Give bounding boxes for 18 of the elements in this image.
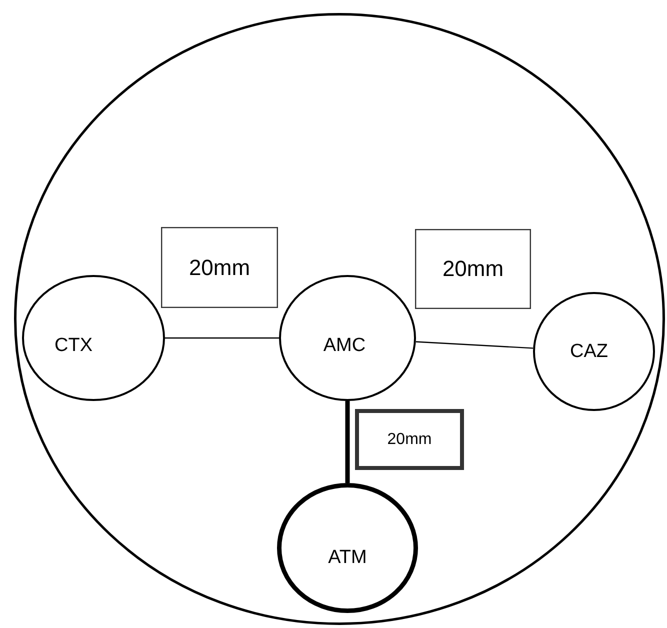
disc-circle	[279, 275, 416, 401]
disc-label: CTX	[54, 335, 92, 357]
disc-circle	[277, 483, 418, 613]
disc-label: AMC	[323, 335, 366, 357]
disc-circle	[533, 292, 655, 411]
disc-label: ATM	[328, 547, 367, 569]
measurement-box	[415, 229, 531, 309]
connector-line	[416, 341, 534, 349]
measurement-box	[161, 227, 278, 308]
connector-line	[345, 401, 350, 483]
measurement-box	[355, 409, 464, 470]
plate-circle	[14, 13, 665, 625]
measurement-label: 20mm	[442, 256, 504, 282]
connector-line	[165, 337, 279, 339]
disc-label: CAZ	[570, 340, 608, 362]
disc-circle	[22, 275, 165, 401]
measurement-label: 20mm	[188, 254, 250, 280]
measurement-label: 20mm	[387, 430, 432, 448]
